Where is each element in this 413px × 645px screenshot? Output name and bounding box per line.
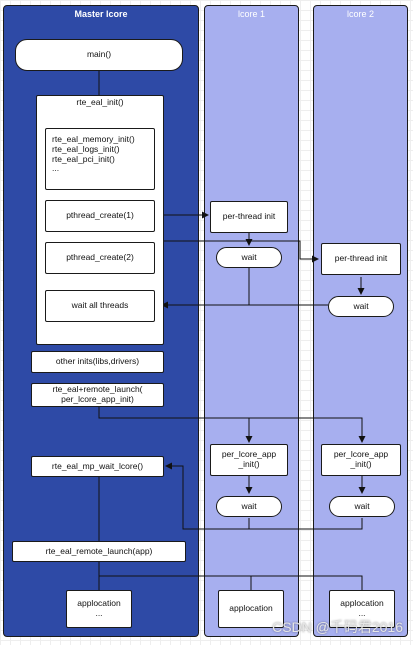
lcore1-app-init-label-2: _init()	[238, 459, 260, 469]
lcore1-application-node: applocation	[218, 590, 284, 628]
init-item: ...	[52, 163, 60, 174]
edge-launch-l1	[98, 406, 253, 443]
lcore2-wait-2-node: wait	[329, 496, 395, 517]
edge-pthread2	[155, 240, 319, 263]
pthread-create-1-node: pthread_create(1)	[45, 200, 155, 232]
edge-launch-l2	[249, 417, 366, 443]
lcore2-per-thread-init-label: per-thread init	[334, 253, 388, 264]
init-item: rte_eal_memory_init()	[52, 134, 135, 144]
lcore2-application-label: applocation	[340, 598, 384, 609]
main-node: main()	[15, 39, 183, 71]
lcore2-wait-2-label: wait	[354, 500, 370, 511]
mp-wait-lcore-label: rte_eal_mp_wait_lcore()	[51, 460, 144, 471]
lcore2-app-init-label-1: per_lcore_app	[333, 449, 389, 460]
lcore2-application-ellipsis: ...	[358, 608, 366, 618]
lcore1-app-init-node: per_lcore_app _init()	[210, 444, 288, 476]
remote-launch-init-node: rte_eal+remote_launch( per_lcore_app_ini…	[31, 383, 164, 407]
lcore1-lane-title: lcore 1	[237, 9, 265, 19]
lcore2-lane-title: lcore 2	[346, 9, 374, 19]
rte-eal-init-label: rte_eal_init()	[76, 97, 124, 107]
lcore1-lane: lcore 1	[204, 5, 299, 637]
master-application-ellipsis: ...	[95, 608, 103, 618]
master-lane-title: Master lcore	[74, 9, 128, 19]
lcore1-wait-2-label: wait	[241, 500, 257, 511]
init-item: rte_eal_pci_init()	[52, 153, 115, 164]
lcore1-application-label: applocation	[229, 603, 273, 614]
wait-all-threads-node: wait all threads	[45, 290, 155, 322]
edge-launch-apps	[98, 562, 363, 590]
edge-l1-wait-back	[161, 268, 250, 309]
other-inits-node: other inits(libs,drivers)	[31, 351, 164, 373]
remote-launch-init-label-2: per_lcore_app_init)	[61, 394, 134, 404]
watermark: CSDN @千码君2016	[272, 619, 403, 635]
lcore1-app-init-label-1: per_lcore_app	[221, 449, 277, 460]
main-label: main()	[86, 49, 112, 60]
pthread-create-2-node: pthread_create(2)	[45, 242, 155, 274]
lcore1-wait-2-node: wait	[216, 496, 282, 517]
pthread-create-2-label: pthread_create(2)	[66, 252, 134, 263]
lcore1-per-thread-init-node: per-thread init	[210, 201, 288, 233]
lcore2-application-node: applocation ...	[329, 590, 395, 628]
edge-waits-back	[165, 462, 363, 530]
mp-wait-lcore-node: rte_eal_mp_wait_lcore()	[31, 456, 164, 477]
lcore2-per-thread-init-node: per-thread init	[321, 243, 401, 275]
init-list-box: rte_eal_memory_init() rte_eal_logs_init(…	[45, 128, 155, 190]
init-item: rte_eal_logs_init()	[52, 143, 120, 154]
lcore2-app-init-node: per_lcore_app _init()	[321, 444, 401, 476]
wait-all-threads-label: wait all threads	[71, 300, 129, 311]
lcore2-app-init-label-2: _init()	[350, 459, 372, 469]
lcore1-per-thread-init-label: per-thread init	[222, 211, 276, 222]
lcore1-wait-1-label: wait	[241, 251, 257, 262]
lcore1-wait-1-node: wait	[216, 247, 282, 268]
remote-launch-app-node: rte_eal_remote_launch(app)	[12, 541, 186, 562]
lcore2-wait-1-label: wait	[353, 300, 369, 311]
pthread-create-1-label: pthread_create(1)	[66, 210, 134, 221]
master-application-label: applocation	[77, 598, 121, 609]
remote-launch-init-label-1: rte_eal+remote_launch(	[52, 384, 143, 395]
lcore2-lane: lcore 2	[313, 5, 408, 637]
remote-launch-app-label: rte_eal_remote_launch(app)	[45, 545, 153, 556]
other-inits-label: other inits(libs,drivers)	[55, 356, 140, 367]
lcore2-wait-1-node: wait	[328, 296, 394, 317]
master-application-node: applocation ...	[66, 590, 132, 628]
